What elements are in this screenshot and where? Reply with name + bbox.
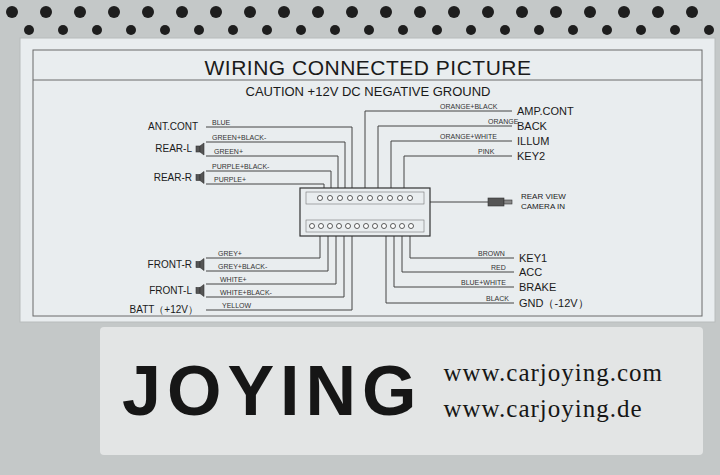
- speaker-name: REAR-L: [155, 144, 192, 154]
- label-panel: [20, 38, 715, 322]
- wire-color: GREY+: [218, 250, 242, 257]
- website-url: www.carjoying.de: [444, 391, 664, 427]
- wire-color: GREY+BLACK-: [218, 263, 267, 270]
- label-frame: [33, 50, 702, 316]
- speaker-name: REAR-R: [154, 173, 192, 183]
- website-url: www.carjoying.com: [444, 355, 664, 391]
- brand-sticker: JOYING www.carjoying.comwww.carjoying.de: [100, 327, 703, 455]
- signal-name: BRAKE: [519, 282, 556, 293]
- signal-name: BACK: [517, 121, 547, 132]
- wire-color: PURPLE+BLACK-: [212, 163, 269, 170]
- title: WIRING CONNECTED PICTURE: [205, 57, 532, 78]
- speaker-symbols: [196, 143, 204, 297]
- signal-name: ANT.CONT: [148, 122, 198, 132]
- wire-color: RED: [491, 264, 506, 271]
- speaker-name: FRONT-L: [149, 286, 192, 296]
- wire-color: GREEN+BLACK-: [212, 134, 266, 141]
- signal-name: BATT（+12V）: [130, 305, 198, 315]
- frame-divider: [33, 80, 702, 81]
- wire-color: BLUE: [212, 119, 230, 126]
- speaker-name: FRONT-R: [148, 260, 192, 270]
- vent-holes: [6, 6, 714, 35]
- wire-color: ORANGE: [488, 118, 518, 125]
- wire-color: ORANGE+WHITE: [440, 133, 497, 140]
- harness-connector: [300, 188, 430, 236]
- signal-name: REAR VIEW CAMERA IN: [521, 192, 579, 211]
- signal-name: ILLUM: [517, 136, 549, 147]
- camera-plug: [488, 198, 512, 206]
- signal-name: AMP.CONT: [517, 106, 574, 117]
- wire-color: BLACK: [486, 295, 509, 302]
- brand-logo: JOYING: [122, 356, 423, 426]
- wire-color: YELLOW: [222, 302, 251, 309]
- wires: [206, 111, 514, 310]
- signal-name: KEY2: [517, 151, 545, 162]
- wire-color: PINK: [478, 148, 494, 155]
- wire-color: PURPLE+: [214, 176, 246, 183]
- wire-color: WHITE+: [220, 276, 247, 283]
- caution-note: CAUTION +12V DC NEGATIVE GROUND: [246, 85, 491, 98]
- wire-color: BLUE+WHITE: [461, 279, 506, 286]
- wire-color: WHITE+BLACK-: [220, 289, 272, 296]
- signal-name: ACC: [519, 267, 542, 278]
- wire-color: BROWN: [478, 250, 505, 257]
- wire-color: ORANGE+BLACK: [440, 103, 497, 110]
- signal-name: KEY1: [519, 253, 547, 264]
- wire-color: GREEN+: [214, 148, 243, 155]
- signal-name: GND（-12V）: [519, 298, 589, 309]
